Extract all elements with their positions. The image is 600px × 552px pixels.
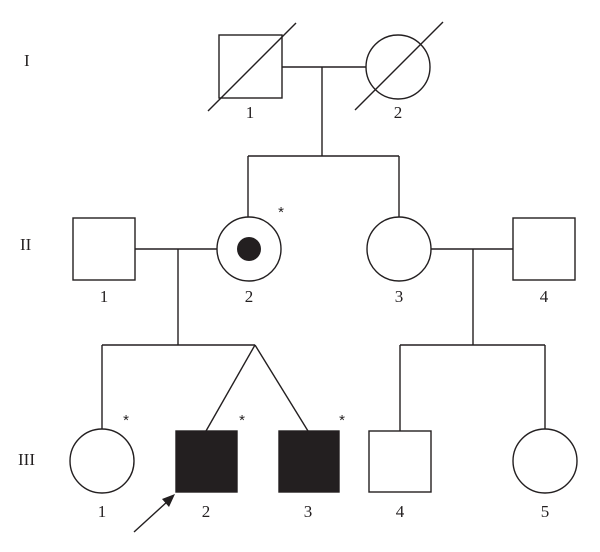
generation-label-II: II <box>20 235 32 254</box>
individual-number: 5 <box>541 502 550 521</box>
male-symbol <box>368 430 432 493</box>
individual-III-4[interactable]: 4 <box>368 430 432 521</box>
individual-number: 3 <box>304 502 313 521</box>
individual-number: 2 <box>202 502 211 521</box>
female-symbol <box>69 428 135 494</box>
affected-male-symbol <box>175 430 238 493</box>
individual-number: 3 <box>395 287 404 306</box>
deceased-slash <box>207 22 297 112</box>
individual-number: 1 <box>246 103 255 122</box>
individual-III-1[interactable]: * 1 <box>69 412 135 521</box>
male-symbol <box>512 217 576 281</box>
descent-lines-II-left <box>101 249 309 432</box>
tested-asterisk: * <box>339 412 345 429</box>
twin-line <box>254 344 309 432</box>
individual-II-3[interactable]: 3 <box>366 216 432 306</box>
individual-II-1[interactable]: 1 <box>72 217 136 306</box>
deceased-slash <box>354 21 444 111</box>
male-symbol <box>72 217 136 281</box>
carrier-dot <box>237 237 261 261</box>
individual-number: 2 <box>394 103 403 122</box>
individual-II-2[interactable]: * 2 <box>216 204 284 306</box>
individual-number: 2 <box>245 287 254 306</box>
tested-asterisk: * <box>239 412 245 429</box>
individual-III-5[interactable]: 5 <box>512 428 578 521</box>
generation-label-I: I <box>24 51 30 70</box>
individual-II-4[interactable]: 4 <box>512 217 576 306</box>
individual-number: 1 <box>100 287 109 306</box>
affected-male-symbol <box>278 430 340 493</box>
individual-number: 1 <box>98 502 107 521</box>
tested-asterisk: * <box>123 412 129 429</box>
female-symbol <box>512 428 578 494</box>
female-symbol <box>366 216 432 282</box>
individual-III-3[interactable]: * 3 <box>278 412 345 521</box>
descent-lines-I <box>247 67 400 217</box>
generation-label-III: III <box>18 450 35 469</box>
individual-I-1[interactable]: 1 <box>207 22 297 122</box>
individual-I-2[interactable]: 2 <box>354 21 444 122</box>
male-symbol <box>218 34 283 99</box>
twin-line <box>205 344 256 432</box>
individual-number: 4 <box>540 287 549 306</box>
individual-III-2[interactable]: * 2 <box>133 412 245 533</box>
tested-asterisk: * <box>278 204 284 221</box>
descent-lines-II-right <box>399 249 546 431</box>
proband-arrow <box>133 494 175 533</box>
individual-number: 4 <box>396 502 405 521</box>
